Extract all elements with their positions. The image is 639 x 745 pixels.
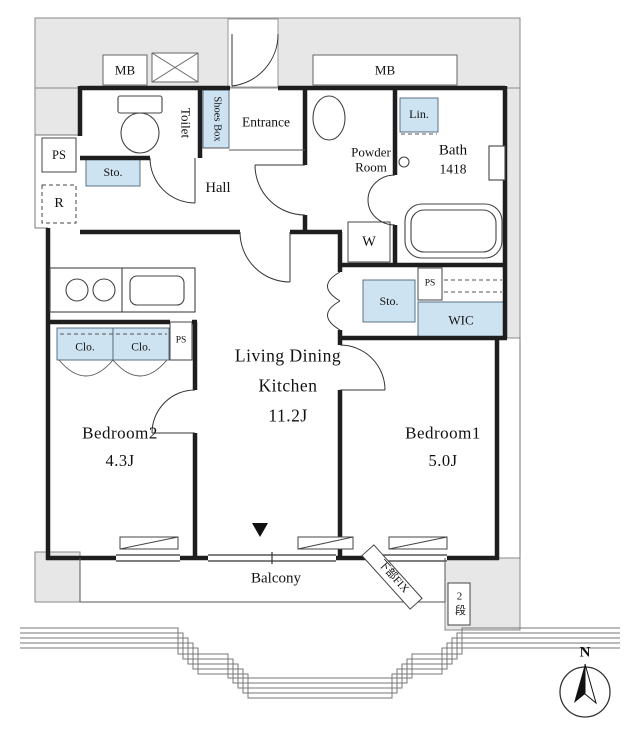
label-ldk-2: Kitchen — [258, 375, 318, 396]
wic-shelf-dash — [444, 279, 502, 293]
kitchen-sink — [129, 275, 185, 306]
label-bath: Bath — [438, 142, 468, 159]
powder-door-arc — [254, 164, 306, 216]
label-pipe-space-wic: PS — [424, 278, 436, 289]
meter-box-right — [312, 54, 458, 86]
label-ldk-size: 11.2J — [268, 405, 308, 426]
label-toilet: Toilet — [178, 107, 194, 139]
bath-fold-door — [367, 174, 396, 226]
bathtub-inner — [410, 209, 497, 253]
bedroom2-door-arc — [151, 389, 196, 434]
bedroom1-window — [383, 554, 447, 562]
toilet-bowl — [120, 112, 160, 154]
toilet-tank — [117, 95, 163, 114]
top-band-boxes — [102, 18, 458, 88]
meter-box-left — [102, 54, 148, 86]
label-entrance: Entrance — [242, 114, 290, 130]
label-balcony: Balcony — [251, 570, 301, 587]
closet-hanger-arcs — [58, 359, 168, 377]
wic-box — [417, 301, 506, 339]
pipe-space-wic-box — [417, 267, 443, 301]
washer-box — [347, 221, 391, 263]
label-refrigerator: R — [54, 196, 64, 211]
utility-boxes — [41, 137, 471, 626]
building-steps — [20, 627, 620, 699]
two-tier-box — [447, 582, 471, 626]
label-meter-box-right: MB — [374, 62, 396, 78]
label-wic: WIC — [448, 312, 474, 328]
pipe-space-left-box — [41, 137, 77, 173]
label-bedroom1: Bedroom1 — [405, 423, 481, 443]
powder-sink — [312, 95, 346, 141]
compass-needle-dark — [574, 664, 585, 703]
storage-hall-box — [85, 157, 141, 187]
storage-ldk-bifold — [327, 271, 341, 331]
label-bedroom2-size: 4.3J — [105, 450, 135, 470]
ldk-door-arc — [239, 231, 291, 283]
entrance-door-arc — [231, 33, 279, 87]
fixed-corner-window — [361, 544, 423, 610]
entrance-step-lines — [203, 147, 305, 151]
stove-burner-1 — [65, 278, 89, 302]
highlight-storage-boxes — [56, 89, 506, 361]
label-compass-north: N — [579, 644, 591, 661]
pipe-space-kitchen-box — [169, 321, 193, 361]
compass — [559, 663, 611, 718]
label-bedroom1-size: 5.0J — [428, 450, 458, 470]
windows — [116, 536, 448, 564]
bath-counter — [488, 145, 506, 181]
label-closet-right: Clo. — [131, 341, 151, 354]
fixtures — [49, 95, 506, 313]
balcony-sliding-door — [208, 552, 336, 564]
stove-burner-2 — [92, 278, 116, 302]
label-meter-box-left: MB — [114, 62, 136, 78]
crossed-box-x-icon — [151, 52, 199, 83]
label-ldk-1: Living Dining — [234, 345, 342, 366]
bedroom1-door-arc — [339, 344, 386, 391]
dashed-details — [60, 133, 502, 335]
label-linen: Lin. — [409, 107, 429, 121]
toilet-door-arc — [149, 157, 196, 204]
storage-ldk-box — [362, 279, 416, 323]
door-swings — [149, 33, 396, 434]
label-bath-size: 1418 — [439, 161, 467, 177]
label-hall: Hall — [205, 179, 231, 196]
label-pipe-space-left: PS — [52, 147, 66, 162]
label-powder-1: Powder — [351, 144, 391, 160]
label-bedroom2: Bedroom2 — [82, 423, 158, 443]
label-storage-ldk: Sto. — [379, 294, 399, 308]
balcony-lines — [79, 558, 446, 603]
shoes-box — [202, 89, 230, 149]
label-closet-left: Clo. — [75, 341, 95, 354]
compass-needle-light — [584, 663, 597, 705]
refrigerator-box — [41, 184, 77, 224]
label-powder-2: Room — [355, 159, 387, 175]
bedroom2-window — [116, 554, 180, 562]
label-pipe-space-kitchen: PS — [175, 335, 187, 346]
entrance-opening — [227, 18, 279, 88]
closet-right-box — [112, 327, 170, 361]
label-shoes-box: Shoes Box — [211, 96, 223, 142]
entry-marker-icon — [252, 523, 268, 537]
bath-drain — [398, 156, 410, 168]
linen-box — [399, 97, 439, 133]
label-washer: W — [362, 233, 376, 250]
label-storage-hall: Sto. — [103, 165, 123, 179]
label-two-tier: 2段 — [453, 590, 466, 618]
